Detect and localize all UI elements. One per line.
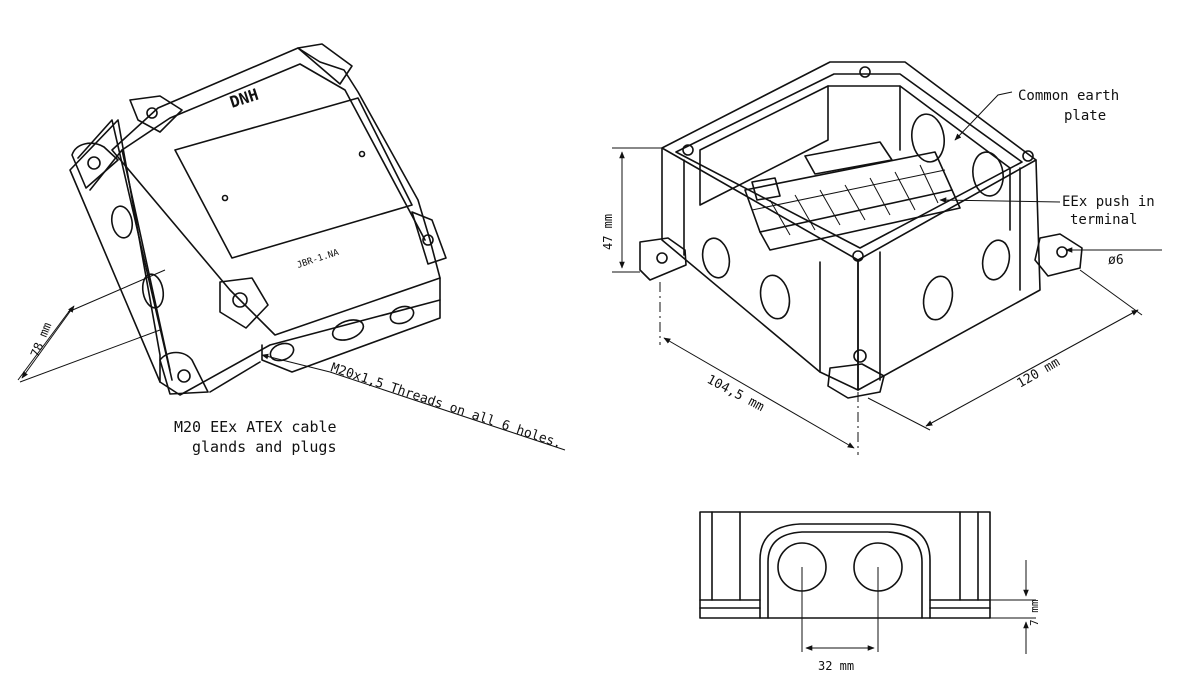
label-plate-text: JBR-1.NA — [296, 248, 341, 271]
offset-dim-label: 7 mm — [1028, 599, 1041, 626]
height-dim-line — [21, 305, 75, 379]
callout-terminal-line2: terminal — [1070, 212, 1137, 228]
side-view: 32 mm 7 mm — [699, 511, 1041, 673]
height-dim-label: 78 mm — [28, 320, 55, 359]
thread-note: M20x1,5 Threads on all 6 holes. — [329, 361, 564, 452]
open-width-dim-label: 104,5 mm — [704, 372, 766, 415]
callout-terminal-line1: EEx push in — [1062, 194, 1155, 210]
spacing-dim-label: 32 mm — [818, 659, 854, 673]
brand-logo: DNH — [227, 85, 260, 112]
open-width-dim-line — [663, 337, 855, 449]
open-box-view: Common earth plate EEx push in terminal … — [601, 61, 1162, 455]
closed-box-view: DNH JBR-1.NA 78 mm M20x1,5 Threads on al… — [17, 43, 566, 456]
callout-hole-diameter: ø6 — [1108, 253, 1124, 268]
gland-note-line2: glands and plugs — [192, 438, 337, 456]
callout-earth-line2: plate — [1064, 108, 1106, 124]
open-height-dim-label: 47 mm — [601, 214, 615, 250]
callout-earth-line1: Common earth — [1018, 88, 1119, 104]
open-depth-dim-line — [925, 309, 1139, 427]
open-depth-dim-label: 120 mm — [1015, 355, 1063, 392]
gland-note-line1: M20 EEx ATEX cable — [174, 418, 337, 436]
